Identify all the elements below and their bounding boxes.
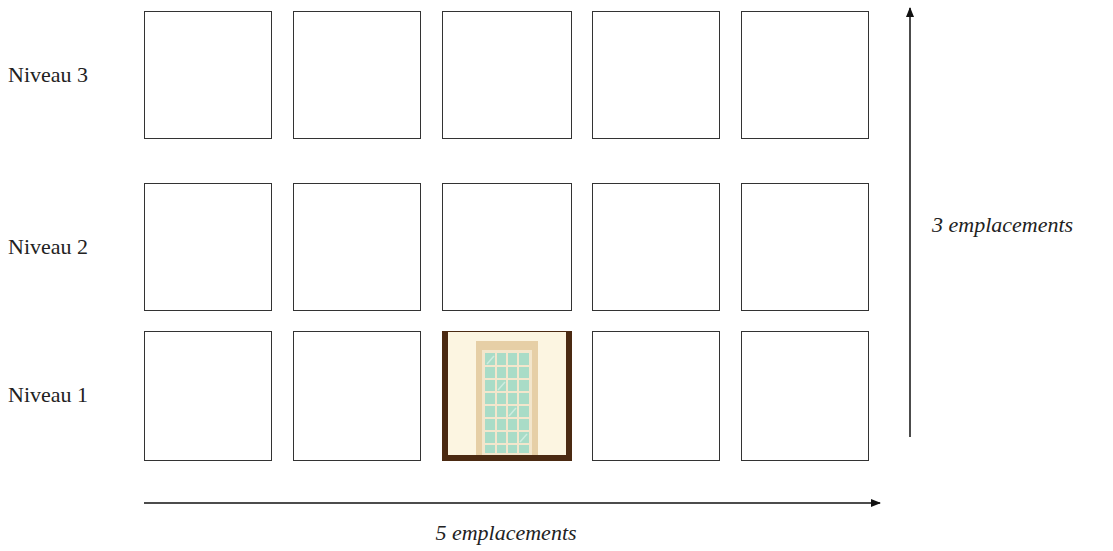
slot-squares: [145, 12, 869, 461]
axis-label: 5 emplacements: [356, 515, 656, 550]
vertical-arrow: [909, 8, 911, 437]
level-label: Niveau 3: [8, 57, 138, 92]
horizontal-arrow: [144, 502, 880, 504]
level-label: Niveau 1: [8, 377, 138, 412]
axis-label: 3 emplacements: [932, 207, 1082, 242]
level-label: Niveau 2: [8, 229, 138, 264]
window-slot: [442, 331, 572, 461]
